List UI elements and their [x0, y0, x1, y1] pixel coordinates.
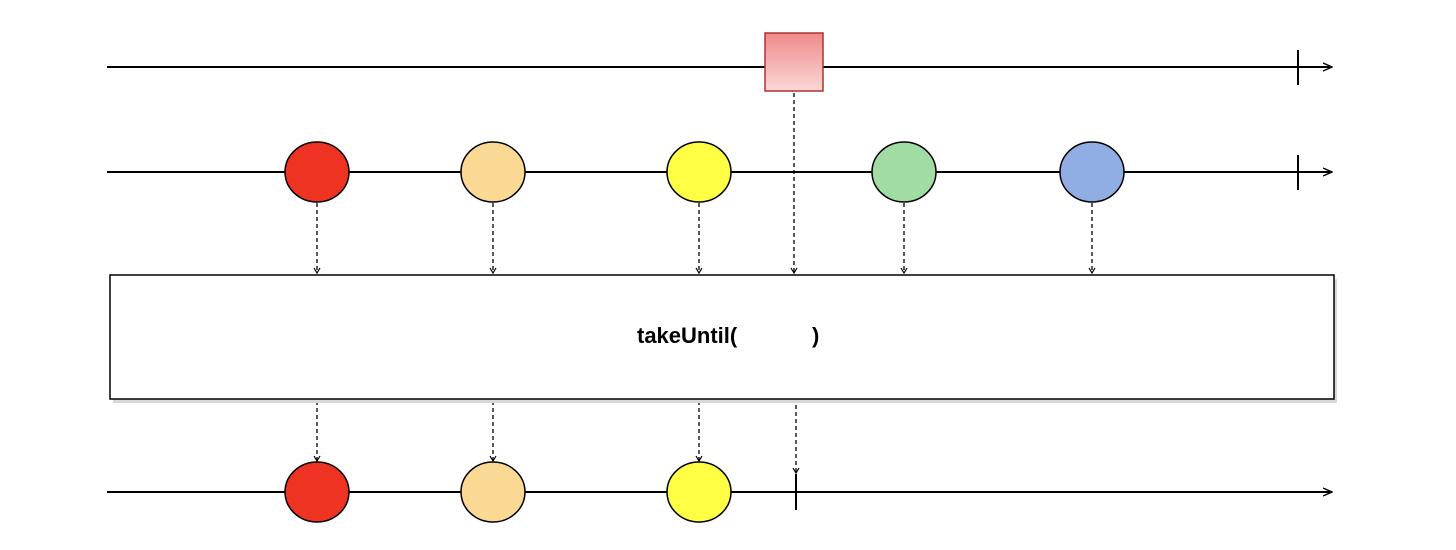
operator-label: takeUntil( )	[637, 323, 819, 348]
source-marble-red	[284, 141, 350, 203]
source-to-operator-connectors	[317, 93, 1092, 273]
result-events	[284, 461, 732, 523]
operator-box: takeUntil( )	[109, 274, 1337, 403]
operator-box-rect	[109, 274, 1335, 400]
source-marble-green	[871, 141, 937, 203]
notifier-timeline	[107, 50, 1332, 85]
source-events	[284, 141, 1125, 203]
result-marble-orange	[460, 461, 526, 523]
operator-label-suffix: )	[812, 323, 819, 348]
notifier-events	[764, 32, 824, 92]
source-marble-orange	[460, 141, 526, 203]
notifier-event-square	[764, 32, 824, 92]
operator-to-result-connectors	[317, 401, 796, 473]
operator-label-prefix: takeUntil(	[637, 323, 738, 348]
source-marble-yellow	[666, 141, 732, 203]
result-marble-red	[284, 461, 350, 523]
result-marble-yellow	[666, 461, 732, 523]
source-marble-blue	[1059, 141, 1125, 203]
